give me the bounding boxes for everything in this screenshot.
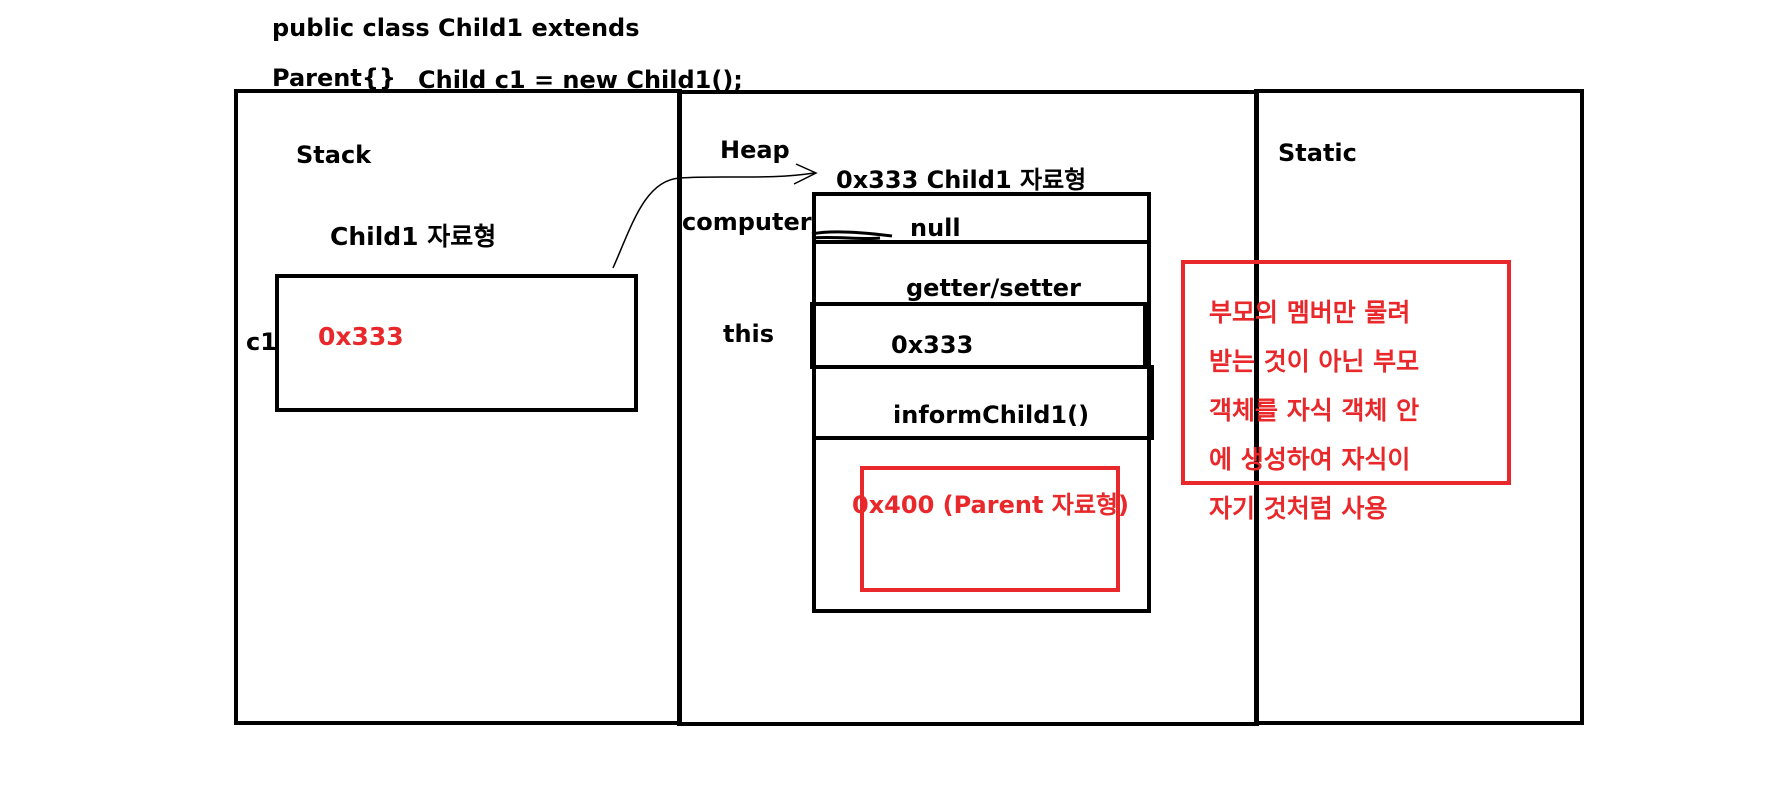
parent-object-box (860, 466, 1120, 592)
note-line: 객체를 자식 객체 안 (1209, 396, 1420, 425)
heap-cell-inform-value: informChild1() (893, 401, 1090, 429)
static-title: Static (1278, 139, 1357, 167)
heap-cell-methods-value: getter/setter (906, 274, 1081, 302)
note-line: 에 생성하여 자식이 (1209, 445, 1411, 474)
this-field-label: this (723, 320, 775, 348)
parent-object-label: 0x400 (Parent 자료형) (852, 491, 1129, 519)
note-line: 받는 것이 아닌 부모 (1209, 347, 1420, 376)
class-declaration-line2: Parent{} (272, 64, 396, 92)
note-box (1181, 260, 1511, 485)
note-line: 부모의 멤버만 물려 (1209, 298, 1411, 327)
heap-cell-computer-value: null (910, 214, 961, 242)
class-declaration-line1: public class Child1 extends (272, 14, 640, 42)
heap-cell-this-value: 0x333 (891, 331, 974, 359)
static-region (1254, 89, 1584, 725)
heap-cell-this (810, 302, 1147, 369)
stack-variable-cell (275, 274, 638, 412)
instantiation-code: Child c1 = new Child1(); (418, 66, 743, 94)
stack-title: Stack (296, 141, 372, 169)
heap-title: Heap (720, 136, 790, 164)
stack-variable-value: 0x333 (318, 322, 404, 351)
note-line: 자기 것처럼 사용 (1209, 494, 1388, 523)
heap-cell-inform (812, 365, 1154, 440)
heap-cell-computer (812, 192, 1151, 244)
stack-type-label: Child1 자료형 (330, 222, 497, 251)
note-text: 부모의 멤버만 물려 받는 것이 아닌 부모 객체를 자식 객체 안 에 생성하… (1209, 300, 1569, 545)
stack-variable-name: c1 (246, 328, 277, 356)
heap-object-header: 0x333 Child1 자료형 (836, 166, 1087, 194)
computer-field-label: computer (682, 208, 812, 236)
